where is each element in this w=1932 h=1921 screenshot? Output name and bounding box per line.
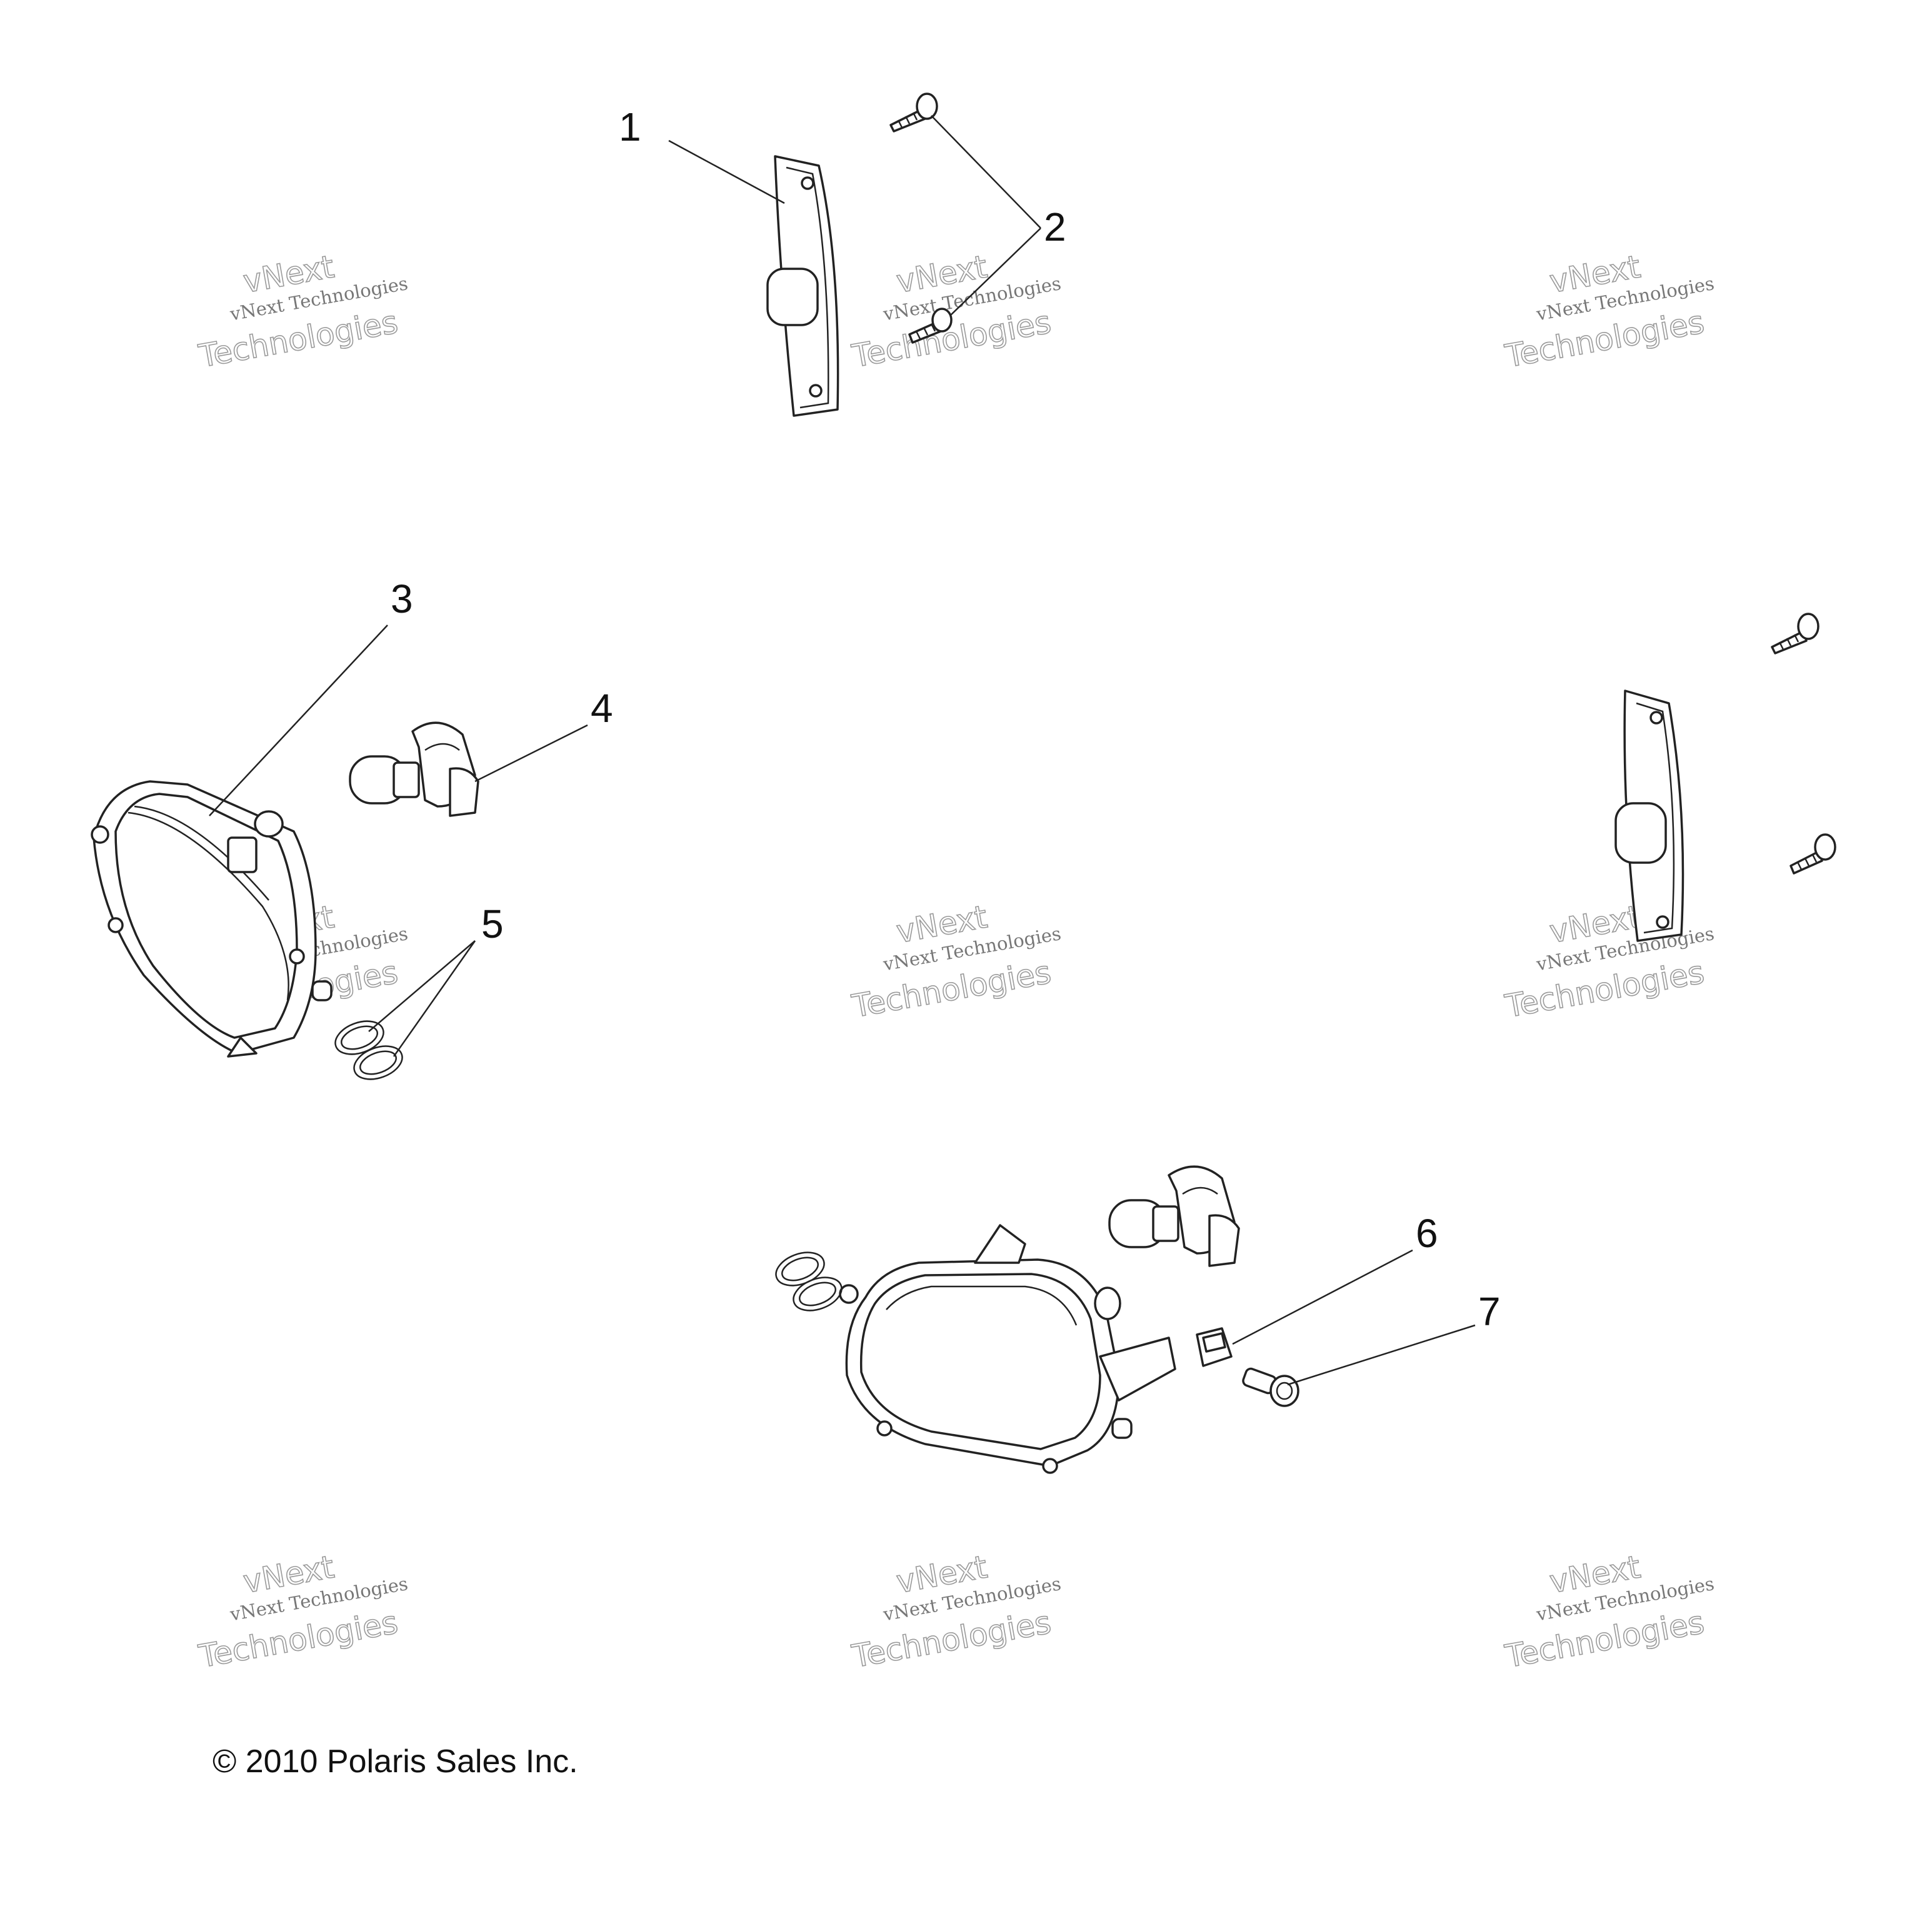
- screw-top-2[interactable]: [908, 308, 953, 344]
- watermark: vNext vNext Technologies Technologies: [196, 1548, 409, 1675]
- headlamp-bottom[interactable]: [839, 1224, 1176, 1474]
- watermark: vNext vNext Technologies Technologies: [1502, 898, 1716, 1025]
- headlamp-left[interactable]: [91, 780, 333, 1058]
- callout-2: 2: [1044, 204, 1066, 249]
- svg-text:Technologies: Technologies: [849, 1604, 1053, 1675]
- svg-text:Technologies: Technologies: [1502, 1604, 1706, 1675]
- svg-text:Technologies: Technologies: [1502, 954, 1706, 1025]
- watermark: vNext vNext Technologies Technologies: [849, 1548, 1063, 1675]
- callout-3: 3: [391, 576, 413, 621]
- leader-lines: [209, 115, 1476, 1386]
- svg-text:Technologies: Technologies: [196, 304, 400, 374]
- bulb-left[interactable]: [349, 721, 479, 817]
- screw-right-1[interactable]: [1771, 613, 1819, 655]
- reflector-right[interactable]: [1614, 690, 1684, 942]
- watermark: vNext vNext Technologies Technologies: [1502, 1548, 1716, 1675]
- callout-6: 6: [1416, 1211, 1438, 1256]
- o-rings-bottom[interactable]: [771, 1246, 846, 1317]
- screw-right-2[interactable]: [1789, 833, 1836, 875]
- callout-1: 1: [619, 104, 641, 149]
- clip[interactable]: [1196, 1327, 1233, 1367]
- callout-5: 5: [481, 901, 504, 946]
- watermark: vNext vNext Technologies Technologies: [1502, 248, 1716, 375]
- callouts: 1 2 3 4 5 6 7: [391, 104, 1501, 1334]
- watermark: vNext vNext Technologies Technologies: [849, 248, 1063, 375]
- svg-text:Technologies: Technologies: [849, 954, 1053, 1025]
- callout-7: 7: [1478, 1289, 1501, 1334]
- screw-top-1[interactable]: [889, 93, 938, 133]
- watermark: vNext vNext Technologies Technologies: [196, 248, 409, 375]
- copyright-notice: © 2010 Polaris Sales Inc.: [213, 1743, 578, 1780]
- bolt[interactable]: [1242, 1367, 1299, 1407]
- watermark: vNext vNext Technologies Technologies: [849, 898, 1063, 1025]
- o-rings-left[interactable]: [331, 1015, 407, 1085]
- callout-4: 4: [591, 686, 613, 731]
- reflector-top[interactable]: [766, 155, 839, 417]
- svg-text:Technologies: Technologies: [1502, 304, 1706, 374]
- svg-text:Technologies: Technologies: [196, 1604, 400, 1675]
- watermark-grid: vNext vNext Technologies Technologies vN…: [196, 248, 1716, 1675]
- bulb-bottom[interactable]: [1108, 1165, 1240, 1267]
